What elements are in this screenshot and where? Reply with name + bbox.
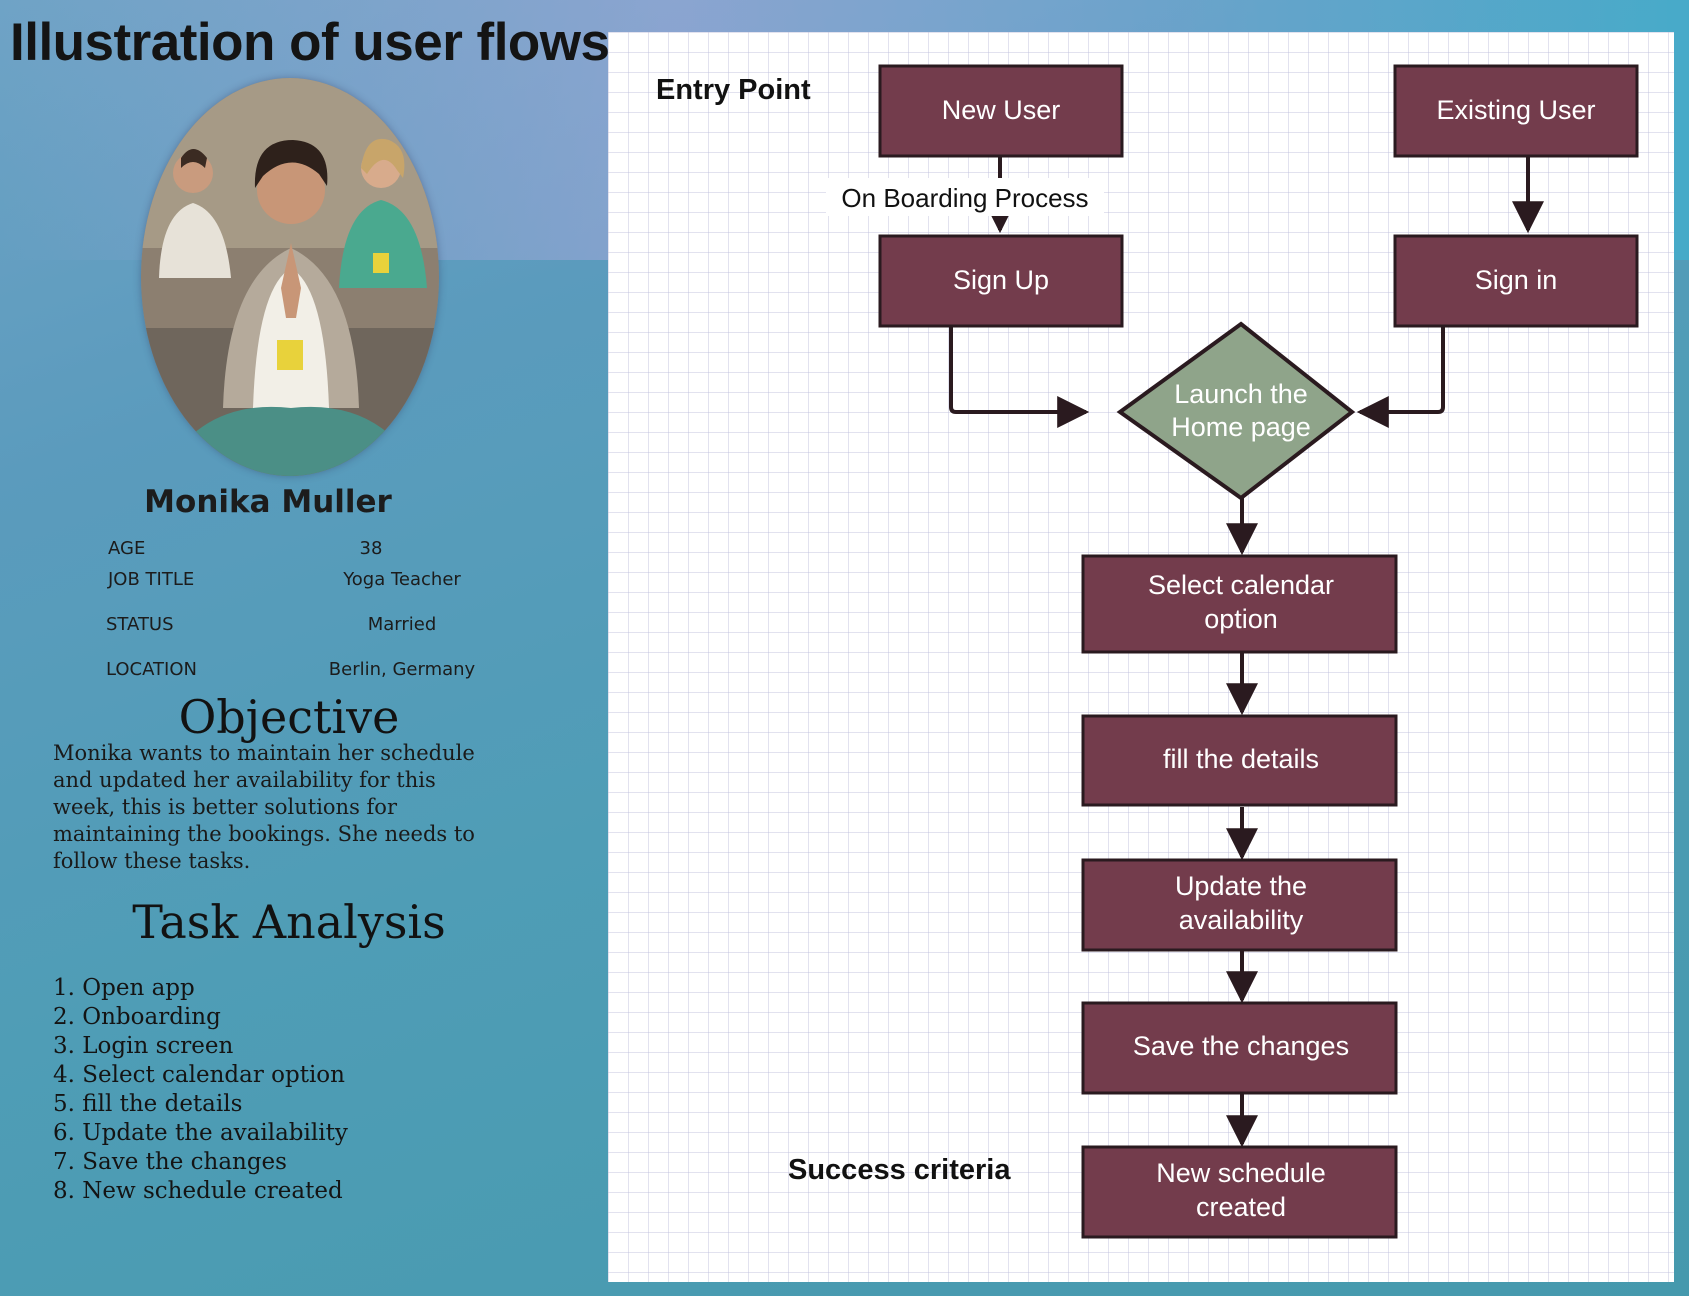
task-item: 1. Open app [53,975,195,1001]
entry-point-label: Entry Point [656,74,811,106]
node-new-schedule-line-1: New schedule [1156,1158,1326,1188]
node-sign-in-label: Sign in [1475,265,1558,295]
edge-label-background [826,178,1104,216]
task-item: 7. Save the changes [53,1149,287,1175]
task-item: 2. Onboarding [53,1004,221,1030]
task-item: 6. Update the availability [53,1120,348,1146]
objective-line: and updated her availability for this [53,768,436,792]
task-item: 4. Select calendar option [53,1062,345,1088]
attr-location-label: LOCATION [106,659,197,680]
persona-name: Monika Muller [144,484,392,520]
node-launch-label-line-1: Launch the [1174,379,1308,409]
task-analysis-heading: Task Analysis [132,895,446,949]
attr-location-value: Berlin, Germany [328,659,476,680]
edge-sign-up-to-launch [949,327,1090,428]
node-new-user: New User [878,64,1124,158]
node-sign-up-label: Sign Up [953,265,1049,295]
flow-diagram: On Boarding Process Entry Point Success … [656,64,1639,1239]
edge-label-onboarding: On Boarding Process [841,183,1088,213]
node-fill-details-label: fill the details [1163,744,1319,774]
node-existing-user-label: Existing User [1436,95,1595,125]
page-title: Illustration of user flows [10,13,610,72]
objective-line: Monika wants to maintain her schedule [53,741,475,765]
node-save-changes-label: Save the changes [1133,1031,1349,1061]
objective-line: maintaining the bookings. She needs to [53,822,475,846]
edge-sign-in-to-launch [1356,327,1445,428]
attr-job-title-label: JOB TITLE [108,569,195,590]
meditating-woman-photo [141,78,439,476]
objective-text: Monika wants to maintain her schedule an… [53,740,523,875]
objective-line: follow these tasks. [53,849,251,873]
task-item: 8. New schedule created [53,1178,343,1204]
node-new-schedule-line-2: created [1196,1192,1286,1222]
node-save-changes: Save the changes [1081,1001,1398,1095]
task-item: 3. Login screen [53,1033,234,1059]
node-sign-up: Sign Up [878,234,1124,328]
node-select-calendar-line-2: option [1204,604,1278,634]
objective-line: week, this is better solutions for [53,795,397,819]
node-new-user-label: New User [942,95,1061,125]
node-launch-label-line-2: Home page [1171,412,1311,442]
node-sign-in: Sign in [1393,234,1639,328]
node-fill-details: fill the details [1081,714,1398,807]
node-select-calendar: Select calendar option [1081,554,1398,654]
attr-job-title-value: Yoga Teacher [343,569,461,590]
success-criteria-label: Success criteria [788,1154,1011,1186]
node-update-line-2: availability [1179,905,1304,935]
objective-heading: Objective [178,690,400,744]
node-update-availability: Update the availability [1081,858,1398,952]
node-existing-user: Existing User [1393,64,1639,158]
task-list: 1. Open app 2. Onboarding 3. Login scree… [53,974,348,1206]
persona-photo-illustration [141,78,439,476]
node-new-schedule: New schedule created [1081,1145,1398,1239]
task-item: 5. fill the details [53,1091,243,1117]
attr-age-value: 38 [359,538,383,559]
flow-diagram-canvas: On Boarding Process Entry Point Success … [608,32,1674,1282]
node-select-calendar-line-1: Select calendar [1148,570,1334,600]
node-launch-home-page: Launch the Home page [1116,321,1356,501]
attr-status-value: Married [367,614,437,635]
attr-age-label: AGE [108,538,146,559]
attr-status-label: STATUS [106,614,174,635]
node-update-line-1: Update the [1175,871,1307,901]
